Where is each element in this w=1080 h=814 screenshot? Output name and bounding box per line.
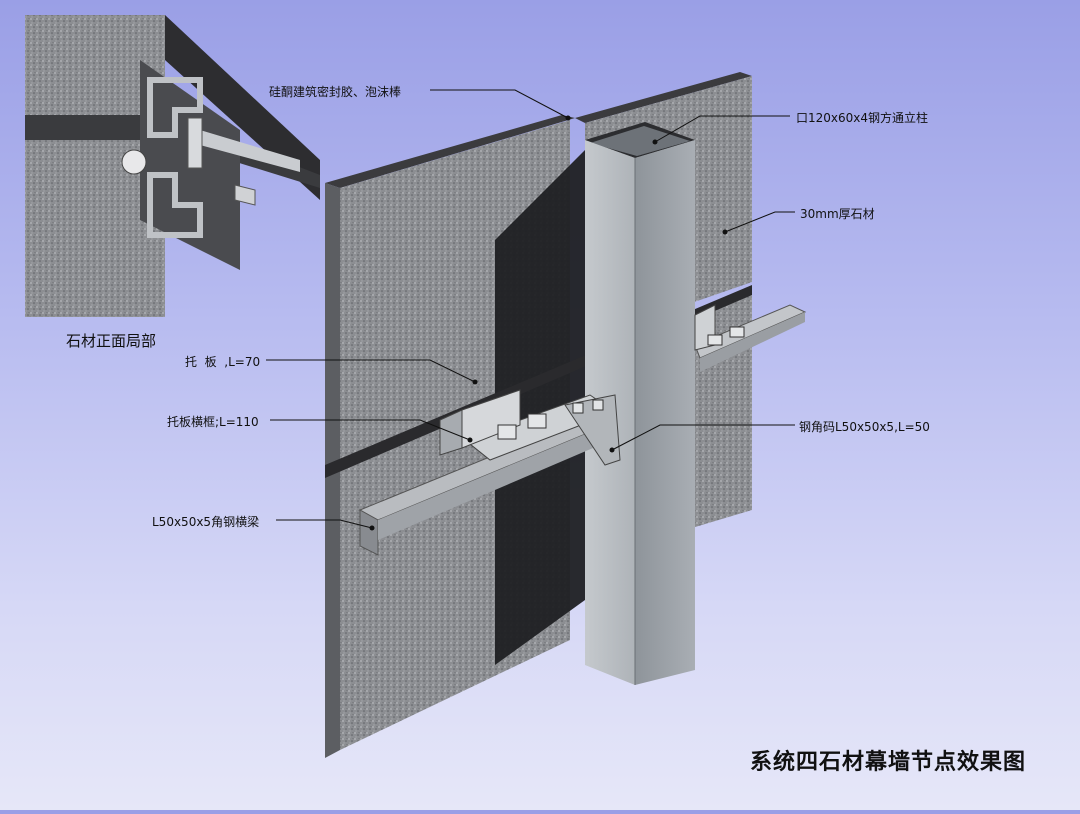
label-angle-clip: 钢角码L50x50x5,L=50 xyxy=(799,420,930,434)
leader-column xyxy=(654,115,790,143)
leader-stone xyxy=(724,211,795,233)
leader-plate-frame xyxy=(270,419,471,441)
diagram-title: 系统四石材幕墙节点效果图 xyxy=(750,750,1027,775)
inset-bracket-lower xyxy=(147,172,203,238)
label-plate-frame: 托板横框;L=110 xyxy=(167,415,259,429)
column-top-inner xyxy=(590,126,690,156)
inset-foam-rod xyxy=(121,149,147,175)
main-wall xyxy=(325,72,807,758)
stone-top-edge-right xyxy=(575,72,752,123)
leader-lines xyxy=(266,89,795,529)
leader-plate xyxy=(266,359,476,383)
label-plate: 托 板 ,L=70 xyxy=(185,355,261,369)
leader-sealant xyxy=(430,89,569,119)
inset-joint-shadow xyxy=(165,15,320,200)
inset-bolt xyxy=(187,117,203,169)
angle-beam-end xyxy=(359,509,379,556)
bolt-2 xyxy=(527,413,547,429)
label-sealant: 硅酮建筑密封胶、泡沫棒 xyxy=(269,85,402,99)
leader-angle-beam xyxy=(276,519,373,529)
bolt-1 xyxy=(497,424,517,440)
angle-beam-face xyxy=(378,428,600,540)
inset-nut xyxy=(234,184,256,206)
inset-plate xyxy=(200,130,300,172)
leader-dots xyxy=(369,115,728,531)
label-stone: 30mm厚石材 xyxy=(800,207,875,221)
label-angle-beam: L50x50x5角钢横梁 xyxy=(152,515,260,529)
inset-detail xyxy=(25,15,320,317)
stone-top-edge-left xyxy=(325,115,575,188)
column-front xyxy=(635,140,695,685)
leader-angle-clip xyxy=(611,424,795,451)
inset-steel-bar xyxy=(25,115,320,188)
inset-caption: 石材正面局部 xyxy=(66,332,157,350)
stone-shadow xyxy=(495,150,585,665)
inset-bracket-upper xyxy=(147,77,203,138)
label-column: 口120x60x4钢方通立柱 xyxy=(796,111,929,125)
